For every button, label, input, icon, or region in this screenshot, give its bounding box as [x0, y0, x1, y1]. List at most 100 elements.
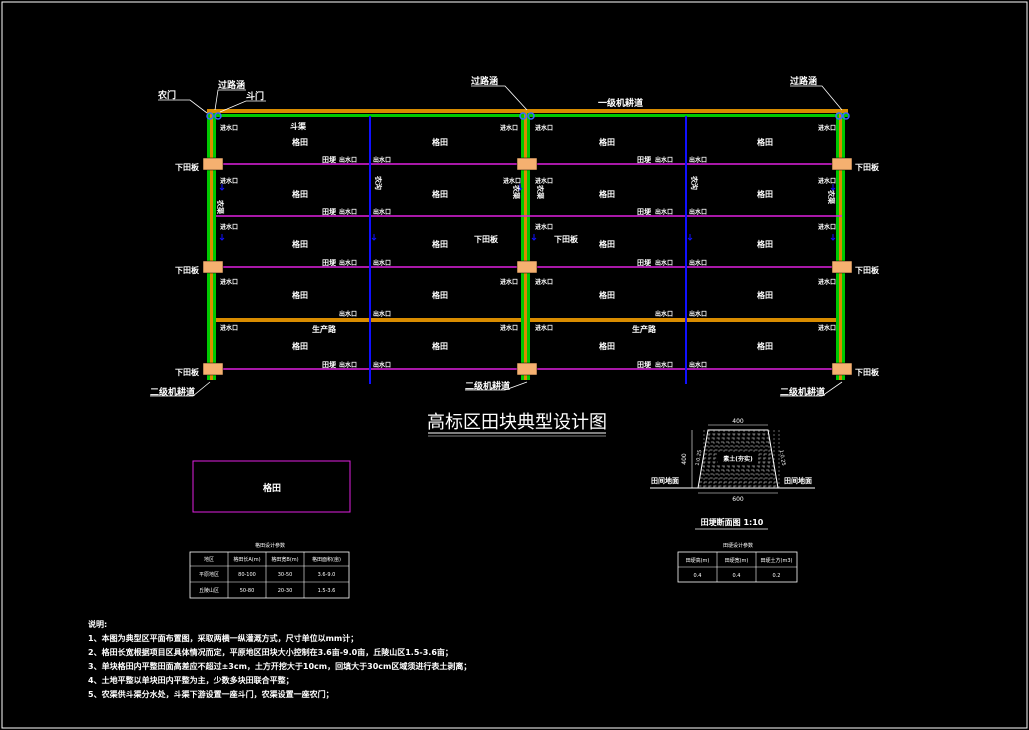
table1-cell-1-3: 1.5-3.6	[318, 588, 336, 594]
flow-arrow-0	[219, 184, 225, 191]
second-road-label-right: 二级机耕道	[780, 386, 825, 398]
ground-label-right: 田间地面	[784, 476, 812, 485]
production-road-label-left: 生产路	[312, 324, 337, 334]
table1-border	[189, 551, 350, 599]
field-board-8	[831, 362, 853, 376]
ridge-label-7: 田埂	[637, 360, 652, 369]
gate-0	[206, 112, 214, 120]
legend-box-label: 格田	[263, 482, 281, 494]
table2-cell-0-0: 0.4	[694, 573, 702, 579]
ridge-label-bg	[718, 452, 758, 464]
field-label-2-0: 格田	[292, 239, 308, 249]
field-label-1-1: 格田	[432, 189, 448, 199]
field-label-0-0: 格田	[292, 137, 308, 147]
legend-box	[192, 460, 351, 513]
inlet-label-11: 进水口	[535, 324, 553, 332]
dim-top-label: 400	[732, 418, 744, 425]
farm-canal-0	[213, 113, 216, 380]
note-item-2: 2、格田长宽根据项目区具体情况而定，平原地区田块大小控制在3.6亩-9.0亩，丘…	[88, 648, 453, 657]
board-label-left-1: 下田板	[175, 265, 200, 275]
culvert-label-right: 过路涵	[790, 75, 817, 87]
field-label-2-2: 格田	[599, 239, 615, 249]
field-label-2-3: 格田	[757, 239, 773, 249]
ditch-label-right: 农沟	[690, 175, 699, 190]
outlet-label-l-5: 出水口	[655, 156, 673, 164]
note-item-4: 4、土地平整以单块田内平整为主，少数多块田联合平整；	[88, 676, 294, 685]
board-label-left-2: 下田板	[175, 367, 200, 377]
table1-cell-0-2: 30-50	[278, 572, 293, 578]
table1-cell-0-1: 80-100	[238, 572, 256, 578]
slope-label-right: 1:0.25	[778, 449, 787, 466]
field-label-0-3: 格田	[757, 137, 773, 147]
farm-gate-label: 农门	[157, 89, 176, 101]
gate-3	[527, 112, 535, 120]
first-class-road	[207, 109, 848, 113]
ridge-label-3: 田埂	[322, 360, 337, 369]
field-board-6	[831, 157, 853, 171]
field-board-7	[831, 260, 853, 274]
inlet-label-8: 进水口	[535, 177, 553, 185]
table1-cell-0-0: 平原地区	[199, 571, 219, 578]
farm-canal-2	[842, 113, 845, 380]
inlet-label-18: 进水口	[818, 324, 836, 332]
note-item-5: 5、农渠供斗渠分水处，斗渠下游设置一座斗门，农渠设置一座农门；	[88, 690, 334, 699]
inlet-label-16: 进水口	[818, 223, 836, 231]
ditch-label-left: 农沟	[374, 175, 383, 190]
slope-label: 1:0.25	[695, 449, 704, 466]
inlet-label-9: 进水口	[535, 223, 553, 231]
field-board-0	[202, 157, 224, 171]
inlet-label-15: 进水口	[818, 177, 836, 185]
flow-arrow-5	[830, 234, 836, 241]
outlet-label-l-7: 出水口	[655, 259, 673, 267]
ridge-label-6: 田埂	[637, 258, 652, 267]
field-label-0-1: 格田	[432, 137, 448, 147]
lateral-gate-label-leader	[219, 100, 266, 113]
field-label-4-1: 格田	[432, 341, 448, 351]
field-label-4-0: 格田	[292, 341, 308, 351]
outlet-label-l-9: 出水口	[655, 361, 673, 369]
table2-header-2: 田埂土方(m3)	[761, 557, 793, 564]
table1-cell-1-2: 20-30	[278, 588, 293, 594]
flow-arrow-2	[517, 184, 523, 191]
ground-label-left: 田间地面	[651, 476, 679, 485]
inlet-label-5: 进水口	[500, 124, 518, 132]
gate-2	[519, 112, 527, 120]
ridge-label-2: 田埂	[322, 258, 337, 267]
dim-height-label: 400	[681, 453, 688, 465]
inlet-label-6: 进水口	[503, 177, 521, 185]
inlet-label-2: 进水口	[220, 223, 238, 231]
table1-cell-1-1: 50-80	[240, 588, 255, 594]
second-class-road-0	[210, 113, 213, 380]
field-label-4-2: 格田	[599, 341, 615, 351]
gate-4	[835, 112, 843, 120]
ridge-label-5: 田埂	[637, 207, 652, 216]
flow-arrow-4	[830, 184, 836, 191]
note-item-3: 3、单块格田内平整田面高差应不超过±3cm，土方开挖大于10cm，回填大于30c…	[88, 662, 472, 671]
outlet-label-l-2: 出水口	[339, 259, 357, 267]
table1-cell-0-3: 3.6-9.0	[318, 572, 336, 578]
second-road-label-right-leader	[780, 381, 843, 397]
outlet-label-l-4: 出水口	[339, 361, 357, 369]
second-class-road-1	[524, 113, 527, 380]
note-item-1: 1、本图为典型区平面布置图，采取两横一纵灌溉方式，尺寸单位以mm计；	[88, 634, 359, 643]
inlet-label-4: 进水口	[220, 324, 238, 332]
board-label-mid-l: 下田板	[474, 234, 499, 244]
outlet-label-r-8: 出水口	[689, 310, 707, 318]
outlet-label-r-7: 出水口	[689, 259, 707, 267]
field-board-2	[202, 362, 224, 376]
ridge-inner-label: 素土(夯实)	[722, 455, 753, 463]
gate-1	[214, 112, 222, 120]
first-class-road-label: 一级机耕道	[598, 97, 643, 109]
drawing-title: 高标区田块典型设计图	[427, 412, 607, 433]
field-label-4-3: 格田	[757, 341, 773, 351]
notes-block: 说明: 1、本图为典型区平面布置图，采取两横一纵灌溉方式，尺寸单位以mm计； 2…	[88, 618, 988, 702]
table2-caption: 田埂设计参数	[723, 542, 753, 549]
outlet-label-r-5: 出水口	[689, 156, 707, 164]
farm-canal-label-left: 农渠	[216, 199, 225, 215]
second-class-road-2	[839, 113, 842, 380]
field-label-1-2: 格田	[599, 189, 615, 199]
table1-header-3: 格田面积(亩)	[312, 556, 341, 563]
